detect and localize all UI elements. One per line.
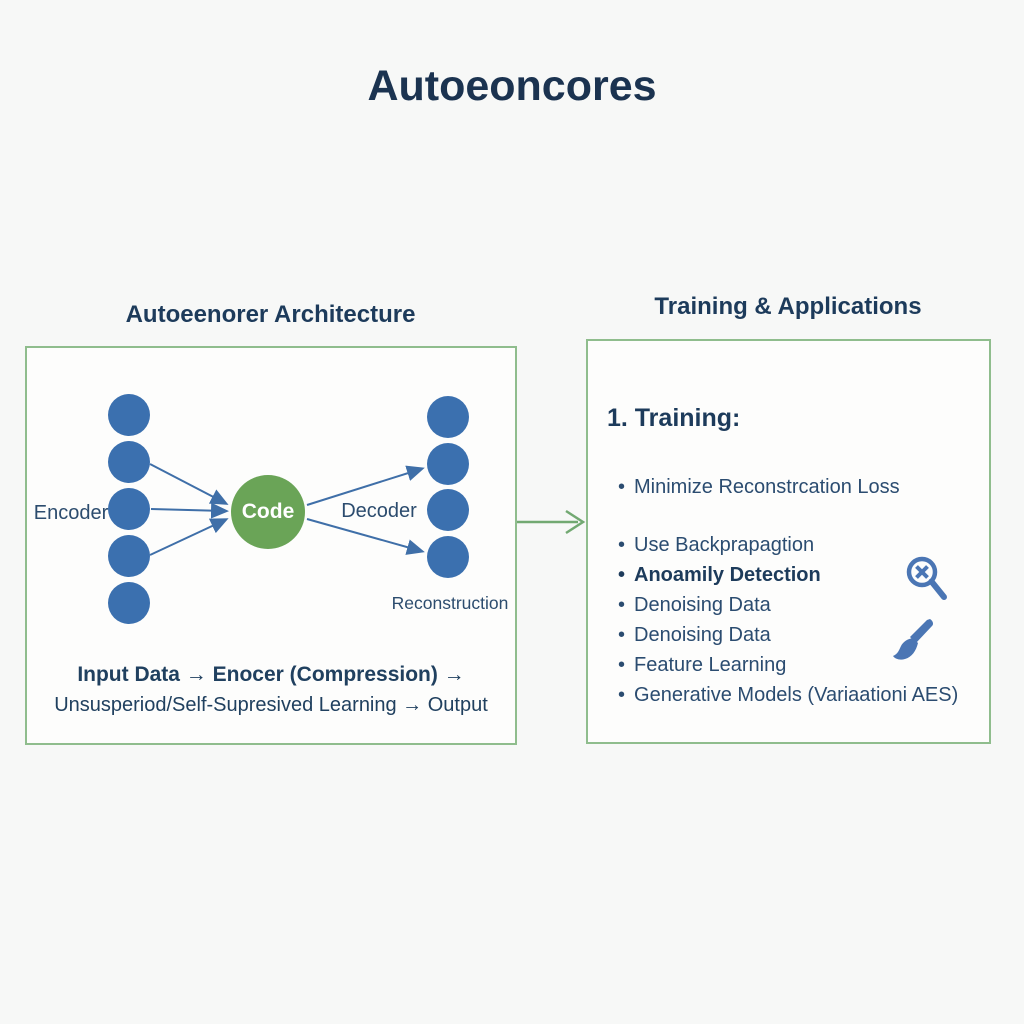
search-x-icon (906, 556, 947, 600)
list-item-label: Feature Learning (634, 654, 787, 676)
encoder-node (108, 582, 150, 624)
bullet (618, 621, 625, 649)
code-label: Code (241, 500, 295, 523)
list-item: Anoamily Detection (618, 561, 978, 589)
list-item: Minimize Reconstrcation Loss (618, 473, 978, 501)
encoder-node (108, 535, 150, 577)
decoder-node (427, 396, 469, 438)
caption-line-2: Unsusperiod/Self-Supresived Learning → O… (54, 694, 488, 716)
training-panel-header: Training & Applications (654, 293, 922, 320)
encoder-node (108, 441, 150, 483)
paintbrush-icon (893, 619, 934, 660)
architecture-panel-header: Autoeenorer Architecture (125, 301, 416, 328)
network-arrows (149, 463, 425, 556)
bullet (618, 561, 625, 589)
encoder-node (108, 394, 150, 436)
training-section-title: 1. Training: (607, 404, 741, 432)
list-item-label: Generative Models (Variaationi AES) (634, 684, 959, 706)
list-item: Denoising Data (618, 621, 978, 649)
caption-line-1: Input Data → Enocer (Compression) → (77, 663, 465, 686)
bullet (618, 591, 625, 619)
bullet (618, 651, 625, 679)
architecture-caption: Input Data → Enocer (Compression) → Unsu… (27, 660, 515, 720)
decoder-node (427, 536, 469, 578)
list-item: Generative Models (Variaationi AES) (618, 681, 978, 709)
list-item: Denoising Data (618, 591, 978, 619)
reconstruction-label: Reconstruction (391, 593, 509, 613)
decoder-label: Decoder (341, 500, 417, 522)
decoder-node (427, 489, 469, 531)
code-node: Code (231, 475, 305, 549)
list-item-label: Anoamily Detection (634, 564, 821, 586)
encoder-label: Encoder (33, 502, 109, 524)
list-item-label: Denoising Data (634, 594, 771, 616)
architecture-panel: Code Encoder Decoder Reconstruction Inpu… (25, 346, 517, 745)
decoder-node (427, 443, 469, 485)
list-item: Feature Learning (618, 651, 978, 679)
list-item: Use Backprapagtion (618, 531, 978, 559)
panel-connector-arrow (517, 509, 586, 535)
page-title: Autoeoncores (367, 62, 657, 110)
list-item-label: Use Backprapagtion (634, 534, 815, 556)
encoder-node (108, 488, 150, 530)
bullet (618, 681, 625, 709)
list-item-label: Minimize Reconstrcation Loss (634, 476, 900, 498)
bullet (618, 473, 625, 501)
training-panel: 1. Training: Minimize Reconstrcation Los… (586, 339, 991, 744)
list-item-label: Denoising Data (634, 624, 771, 646)
bullet (618, 531, 625, 559)
